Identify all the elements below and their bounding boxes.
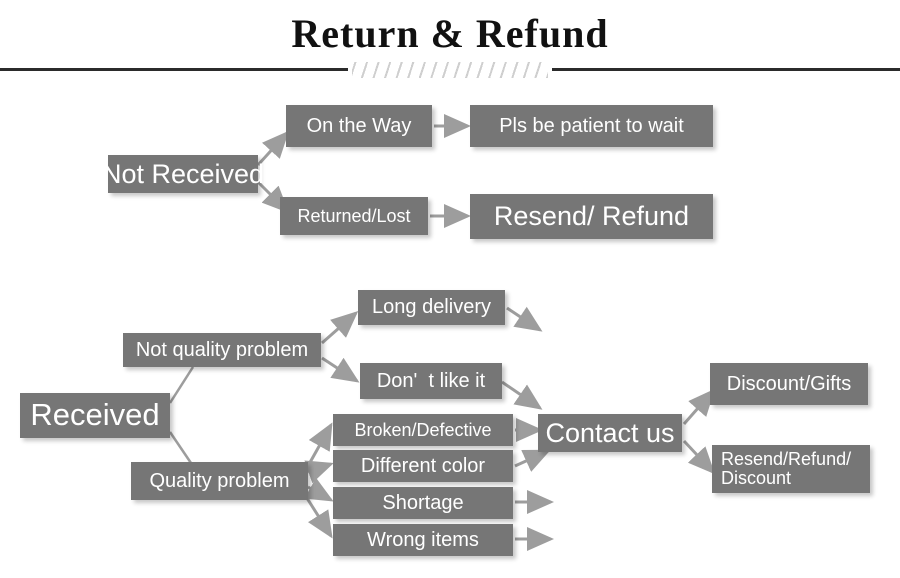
node-discount-gifts[interactable]: Discount/Gifts <box>710 363 868 405</box>
title-divider <box>0 62 900 78</box>
arrow-quality-shortage <box>304 477 334 502</box>
node-resend-refund-discount[interactable]: Resend/Refund/ Discount <box>712 445 870 493</box>
arrow-differentcolor-contactus <box>514 449 551 472</box>
node-quality-problem[interactable]: Quality problem <box>131 462 308 500</box>
arrow-notquality-longdelivery <box>321 311 359 345</box>
node-long-delivery[interactable]: Long delivery <box>358 290 505 325</box>
line-received-quality <box>168 431 195 467</box>
arrow-quality-differentcolor <box>304 460 334 484</box>
arrow-quality-wrongitems <box>303 494 333 539</box>
node-shortage[interactable]: Shortage <box>333 487 513 519</box>
divider-rule-left <box>0 68 348 71</box>
arrow-dontlikeit-contactus <box>501 380 543 410</box>
arrow-longdelivery-contactus <box>506 306 543 332</box>
node-on-the-way[interactable]: On the Way <box>286 105 432 147</box>
node-not-quality-problem[interactable]: Not quality problem <box>123 333 321 367</box>
node-pls-be-patient-to-wait[interactable]: Pls be patient to wait <box>470 105 713 147</box>
node-wrong-items[interactable]: Wrong items <box>333 524 513 556</box>
arrow-contactus-discountgifts <box>682 388 715 425</box>
node-returned-lost[interactable]: Returned/Lost <box>280 197 428 235</box>
diagonal-hatch-icon <box>352 62 548 78</box>
node-contact-us[interactable]: Contact us <box>538 414 682 452</box>
arrow-quality-brokendefective <box>306 422 333 467</box>
node-different-color[interactable]: Different color <box>333 450 513 482</box>
divider-rule-right <box>552 68 900 71</box>
node-resend-refund[interactable]: Resend/ Refund <box>470 194 713 239</box>
node-received[interactable]: Received <box>20 393 170 438</box>
node-dont-like-it[interactable]: Don' t like it <box>360 363 502 399</box>
page-title: Return & Refund <box>291 11 609 56</box>
arrow-notquality-dontlikeit <box>321 356 360 383</box>
line-received-notquality <box>168 366 195 404</box>
node-broken-defective[interactable]: Broken/Defective <box>333 414 513 446</box>
node-not-received[interactable]: Not Received <box>102 155 264 193</box>
arrow-contactus-resendrefunddiscount <box>682 439 716 475</box>
